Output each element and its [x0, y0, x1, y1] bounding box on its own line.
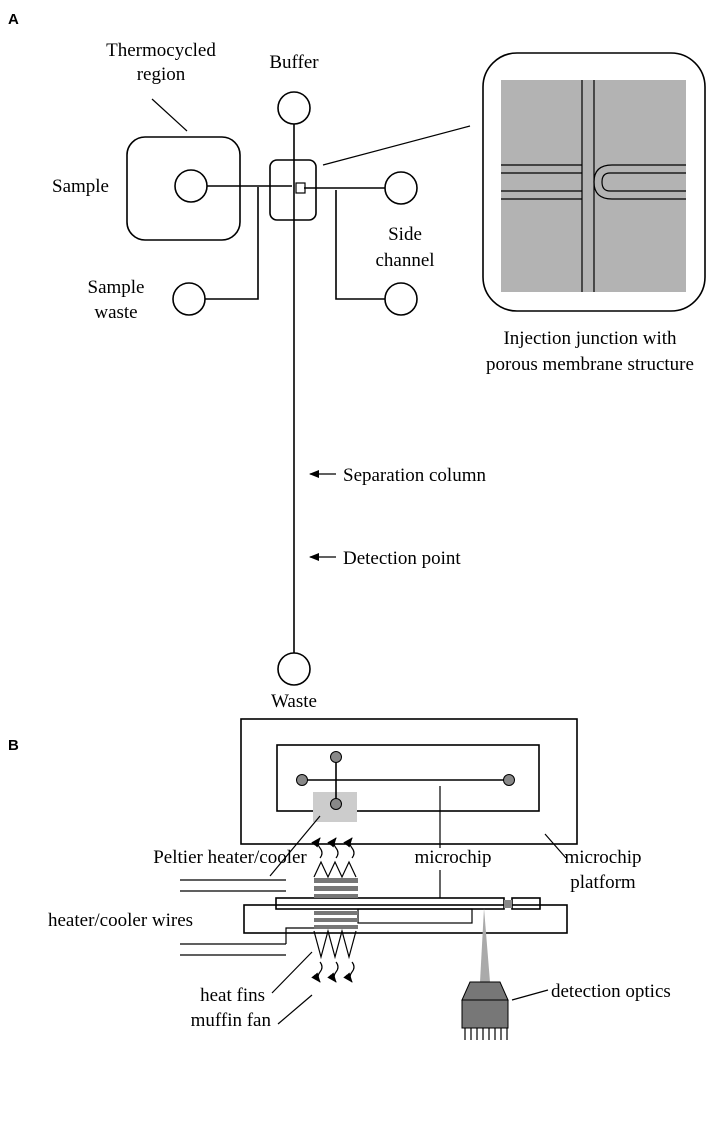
peltier-lower-plate-1	[314, 911, 358, 915]
detection-beam	[480, 908, 490, 982]
zoom-inset-frame	[482, 52, 706, 312]
lower-fins	[313, 928, 357, 960]
peltier-leader-line	[269, 815, 321, 877]
peltier-upper-plate-2	[314, 886, 358, 891]
label-wires: heater/cooler wires	[48, 910, 193, 931]
side-waste-reservoir	[384, 282, 418, 316]
waste-reservoir	[277, 652, 311, 686]
heat-arrow-up-1	[311, 837, 323, 859]
optics-pins	[464, 1028, 508, 1040]
side-waste-channel	[335, 190, 385, 300]
sample-waste-reservoir	[172, 282, 206, 316]
peltier-lower-plate-3	[314, 925, 358, 929]
panel-a-letter: A	[8, 11, 19, 28]
chip-reservoir-right	[503, 774, 515, 786]
platform-cross-section	[243, 904, 568, 934]
label-side-2: channel	[375, 250, 434, 271]
chip-reservoir-top	[330, 751, 342, 763]
label-buffer: Buffer	[269, 52, 319, 73]
heat-arrow-down-3	[343, 961, 355, 983]
label-microchip: microchip	[414, 847, 491, 868]
peltier-lower-plate-2	[314, 918, 358, 922]
fins-leader-line	[271, 951, 313, 994]
label-peltier: Peltier heater/cooler	[153, 847, 307, 868]
fan-leader-line	[277, 994, 313, 1025]
optics-leader-line	[511, 989, 549, 1001]
wire-bottom-feed	[285, 927, 320, 944]
chip-support	[511, 897, 541, 910]
zoom-right-channel-outer	[593, 164, 686, 200]
label-side-1: Side	[388, 224, 422, 245]
thermocycled-region-box	[126, 136, 241, 241]
label-injection-2: porous membrane structure	[486, 354, 694, 375]
label-sample-waste-2: waste	[94, 302, 137, 323]
label-thermocycled-1: Thermocycled	[106, 40, 216, 61]
panel-b-side-view	[180, 837, 568, 1040]
optics-cone	[461, 981, 509, 1001]
platform-leader-line	[544, 833, 567, 859]
zoom-leader-line	[322, 125, 471, 166]
buffer-reservoir	[277, 91, 311, 125]
peltier-upper-plate-3	[314, 894, 358, 898]
label-detection-optics: detection optics	[551, 981, 671, 1002]
label-thermocycled-2: region	[137, 64, 186, 85]
label-sample-waste-1: Sample	[88, 277, 145, 298]
label-detection-point: Detection point	[343, 548, 461, 569]
heat-arrow-up-3	[343, 837, 355, 859]
label-platform-2: platform	[570, 872, 636, 893]
label-separation-column: Separation column	[343, 465, 486, 486]
label-injection-1: Injection junction with	[503, 328, 677, 349]
heat-arrow-down-1	[311, 961, 323, 983]
zoom-right-channel-inner	[601, 172, 686, 192]
platform-outline	[240, 718, 578, 845]
chip-gasket	[504, 900, 512, 908]
junction-membrane	[295, 182, 306, 194]
label-waste: Waste	[271, 691, 317, 712]
label-sample: Sample	[52, 176, 109, 197]
label-platform-1: microchip	[564, 847, 641, 868]
side-channel-reservoir	[384, 171, 418, 205]
sample-waste-channel	[205, 187, 259, 300]
upper-fins	[313, 860, 357, 879]
thermocycled-leader-line	[151, 98, 188, 132]
peltier-upper-plate-1	[314, 878, 358, 883]
microchip-cross-section	[275, 897, 505, 910]
microchip-outline	[276, 744, 540, 812]
injection-junction-box	[269, 159, 317, 221]
panel-a-diagram	[126, 52, 706, 686]
label-muffin-fan: muffin fan	[191, 1010, 272, 1031]
label-heat-fins: heat fins	[200, 985, 265, 1006]
panel-b-letter: B	[8, 737, 19, 754]
platform-recess	[357, 908, 473, 924]
sample-reservoir	[174, 169, 208, 203]
optics-body	[461, 999, 509, 1029]
chip-reservoir-left	[296, 774, 308, 786]
panel-b-top-view	[240, 718, 578, 877]
heat-arrow-down-2	[327, 961, 339, 983]
chip-reservoir-bottom	[330, 798, 342, 810]
heat-arrow-up-2	[327, 837, 339, 859]
